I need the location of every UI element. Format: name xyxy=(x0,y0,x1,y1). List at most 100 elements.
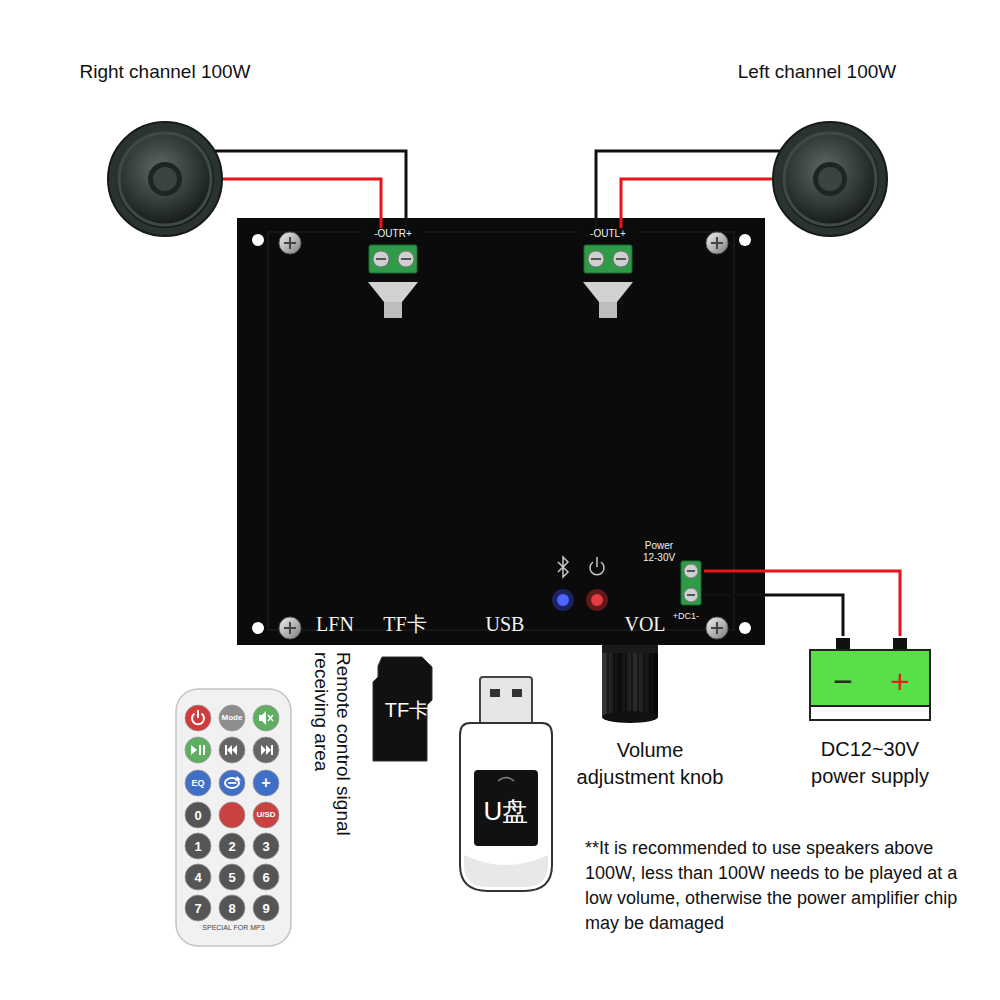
speaker-cone-part xyxy=(148,162,182,196)
terminal-block-part xyxy=(401,258,411,260)
knob-body-part xyxy=(637,651,639,715)
board-screw-part xyxy=(711,622,723,634)
knob-body-part xyxy=(655,651,657,715)
board-screw-part xyxy=(284,237,296,249)
channel-title: Left channel 100W xyxy=(712,60,922,83)
terminal-block-part xyxy=(373,251,389,267)
terminal-block-part xyxy=(584,245,632,273)
board-pcb xyxy=(237,218,765,645)
remote-body-part xyxy=(191,745,197,755)
knob-body-part xyxy=(602,649,658,717)
board-screw-part xyxy=(706,617,728,639)
power-wire xyxy=(704,571,900,636)
remote-body-part xyxy=(203,745,205,755)
speaker-cone-part xyxy=(108,122,222,236)
receiver-note: Remote control signal receiving area xyxy=(310,652,354,892)
knob-body-part xyxy=(649,651,651,715)
remote-body-part xyxy=(185,802,211,828)
usb-body-part xyxy=(480,677,532,729)
board-silkscreen: VOL xyxy=(610,612,680,636)
remote-body-part xyxy=(219,833,245,859)
knob-body xyxy=(600,645,660,725)
knob-body-part xyxy=(607,651,609,715)
bluetooth-icon xyxy=(558,557,568,577)
terminal-block xyxy=(680,560,702,606)
knob-caption: Volume adjustment knob xyxy=(569,737,731,791)
usb-body-part xyxy=(460,723,552,891)
remote-body-part xyxy=(253,705,279,731)
remote-body-part xyxy=(219,770,245,796)
speaker-cone xyxy=(106,120,224,238)
remote-body-part xyxy=(261,745,266,755)
status-led-part xyxy=(552,589,574,611)
button-label: 4 xyxy=(184,863,212,891)
mounting-hole-part xyxy=(739,234,751,246)
board-screw-part xyxy=(284,622,296,634)
terminal-block-part xyxy=(616,258,626,260)
button-label: U/SD xyxy=(252,801,280,829)
terminal-block xyxy=(583,244,633,274)
volume-knob: Volume adjustment knob xyxy=(569,645,733,795)
remote-body-part xyxy=(259,711,266,725)
remote-body-part xyxy=(185,737,211,763)
terminal-block-part xyxy=(613,251,629,267)
board-silkscreen: TF卡 xyxy=(370,612,440,636)
remote-body-part xyxy=(271,745,273,755)
remote-body-part xyxy=(185,833,211,859)
speaker-cone-part xyxy=(119,133,211,225)
terminal-label: -OUTR+ xyxy=(362,228,424,240)
remote-body-part xyxy=(253,770,279,796)
knob-body-part xyxy=(625,651,627,715)
output-terminal: -OUTR+ xyxy=(362,228,426,278)
terminal-block-part xyxy=(588,251,604,267)
speaker-cone-part xyxy=(781,130,879,228)
remote-body-part xyxy=(185,770,211,796)
speaker-cone-part xyxy=(784,133,876,225)
remote-body-part xyxy=(268,715,273,721)
power-terminal: Power 12-30V+DC1- xyxy=(640,515,704,627)
usb-body-part xyxy=(498,778,514,782)
speaker: Left channel 100W xyxy=(712,60,924,242)
status-led-part xyxy=(586,589,608,611)
remote-body-part xyxy=(219,864,245,890)
button-label: + xyxy=(252,769,280,797)
remote-body-part xyxy=(219,737,245,763)
remote-body-part xyxy=(253,864,279,890)
usb-body-part xyxy=(512,689,522,697)
button-label: − xyxy=(218,769,246,797)
polarity-sign: − xyxy=(825,661,861,701)
button-label: 1 xyxy=(184,832,212,860)
output-terminal: -OUTL+ xyxy=(577,228,641,278)
status-led xyxy=(552,589,608,611)
remote-body-part xyxy=(219,705,245,731)
button-label: 2 xyxy=(218,832,246,860)
mounting-hole-part xyxy=(252,234,264,246)
battery-body-part xyxy=(810,650,930,720)
status-led-part xyxy=(591,594,603,606)
speaker-cone xyxy=(771,120,889,238)
remote-body-part xyxy=(176,689,291,946)
warning-note: **It is recommended to use speakers abov… xyxy=(585,836,977,936)
button-label: 6 xyxy=(252,863,280,891)
remote-body-part xyxy=(253,802,279,828)
remote-body-part xyxy=(185,895,211,921)
power-icon xyxy=(590,557,604,575)
wire xyxy=(215,151,406,228)
wire xyxy=(222,179,381,228)
remote-body-part xyxy=(219,802,245,828)
speaker-cone-part xyxy=(153,167,177,191)
terminal-block-part xyxy=(681,561,701,605)
heatsink-chip-part xyxy=(583,282,633,302)
remote-body-part xyxy=(219,895,245,921)
button-label: 9 xyxy=(252,894,280,922)
usb-label: U盘 xyxy=(474,796,538,827)
board-screw-part xyxy=(279,617,301,639)
usb-drive: U盘 xyxy=(458,675,554,893)
card-label: TF卡 xyxy=(372,698,442,722)
button-label: 3 xyxy=(252,832,280,860)
speaker-cone-part xyxy=(813,162,847,196)
remote-body-part xyxy=(227,745,232,755)
remote-model: SPECIAL FOR MP3 xyxy=(175,924,292,932)
mounting-hole xyxy=(252,234,751,634)
terminal-block-part xyxy=(687,594,695,596)
